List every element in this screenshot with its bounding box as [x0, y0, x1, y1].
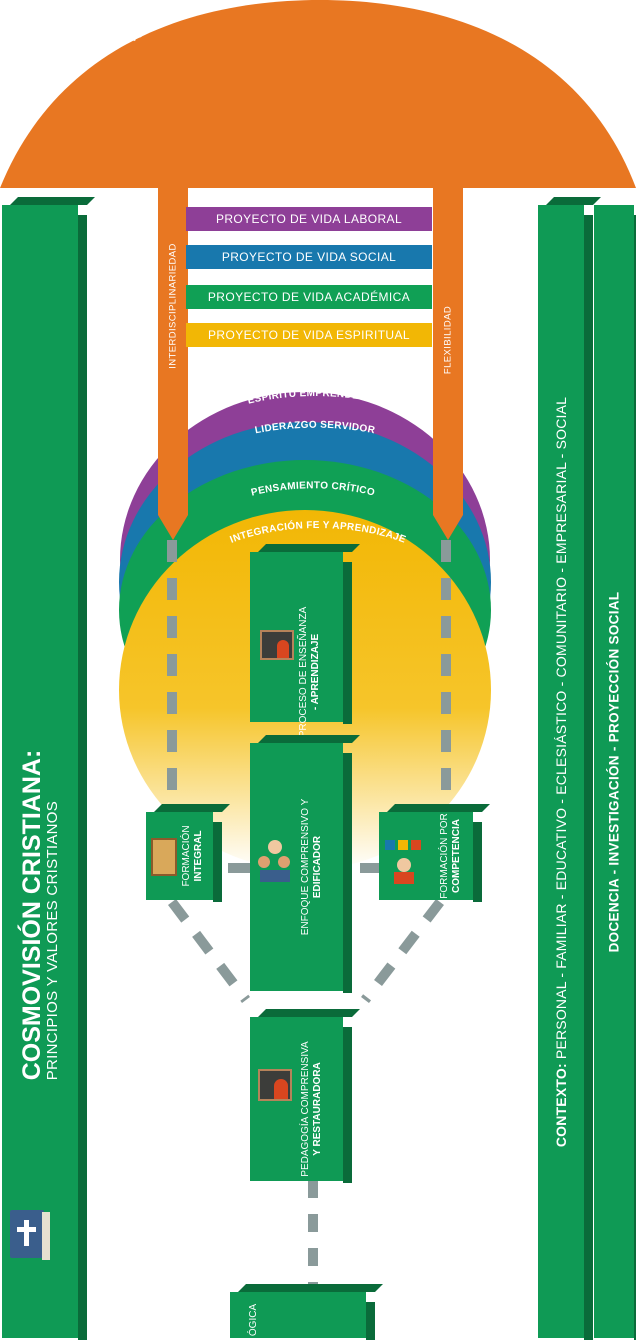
box-pedagogy-label: PEDAGOGÍA COMPRENSIVA Y RESTAURADORA	[300, 1041, 323, 1177]
box-competence-label: FORMACIÓN POR COMPETENCIA	[439, 813, 462, 899]
worldview-text: COSMOVISIÓN CRISTIANA: PRINCIPIOS Y VALO…	[18, 749, 61, 1081]
organization-icon	[385, 840, 423, 886]
context-column: CONTEXTO: PERSONAL - FAMILIAR - EDUCATIV…	[538, 197, 601, 1340]
box-integral: FORMACIÓN INTEGRAL	[146, 804, 230, 902]
pillar-right-label-box: FLEXIBILIDAD	[433, 260, 463, 420]
functions-text: DOCENCIA - INVESTIGACIÓN - PROYECCIÓN SO…	[606, 591, 622, 952]
context-text: CONTEXTO: PERSONAL - FAMILIAR - EDUCATIV…	[553, 396, 569, 1146]
worldview-subtitle: PRINCIPIOS Y VALORES CRISTIANOS	[44, 800, 61, 1081]
context-label: CONTEXTO:	[553, 1062, 569, 1147]
worldview-title: COSMOVISIÓN CRISTIANA:	[18, 749, 46, 1081]
box-teaching-label: PROCESO DE ENSEÑANZA - APRENDIZAJE	[298, 606, 321, 738]
box-competence: FORMACIÓN POR COMPETENCIA	[379, 804, 490, 902]
box-pedagogy: PEDAGOGÍA COMPRENSIVA Y RESTAURADORA	[250, 1009, 360, 1183]
project-academica: PROYECTO DE VIDA ACADÉMICA	[186, 285, 432, 309]
project-social: PROYECTO DE VIDA SOCIAL	[186, 245, 432, 269]
blackboard-icon	[258, 1069, 292, 1101]
bible-icon	[10, 1210, 52, 1262]
box-teaching-process: PROCESO DE ENSEÑANZA - APRENDIZAJE	[250, 544, 360, 737]
book-icon	[151, 838, 177, 876]
context-list: PERSONAL - FAMILIAR - EDUCATIVO - ECLESI…	[553, 396, 569, 1059]
box-integral-label: FORMACIÓN INTEGRAL	[181, 825, 204, 887]
dome-shape	[0, 0, 636, 188]
pillar-right-label: FLEXIBILIDAD	[442, 305, 454, 375]
functions-column: DOCENCIA - INVESTIGACIÓN - PROYECCIÓN SO…	[594, 205, 636, 1340]
pillar-right	[433, 180, 463, 515]
box-approach-label: ENFOQUE COMPRENSIVO Y EDIFICADOR	[300, 798, 323, 936]
box-bottom-label: ÓGICA	[248, 1303, 259, 1337]
pillar-left	[158, 180, 188, 515]
left-column: COSMOVISIÓN CRISTIANA: PRINCIPIOS Y VALO…	[2, 197, 95, 1340]
teacher-icon	[260, 630, 294, 660]
box-approach: ENFOQUE COMPRENSIVO Y EDIFICADOR	[250, 735, 360, 993]
box-bottom-partial: ÓGICA	[230, 1284, 383, 1340]
project-espiritual: PROYECTO DE VIDA ESPIRITUAL	[186, 323, 432, 347]
classroom-icon	[258, 840, 292, 884]
pillar-left-label-box: INTERDISCIPLINARIEDAD	[158, 186, 188, 426]
pillar-left-label: INTERDISCIPLINARIEDAD	[167, 243, 179, 369]
dashed-connectors	[167, 540, 451, 1300]
project-laboral: PROYECTO DE VIDA LABORAL	[186, 207, 432, 231]
